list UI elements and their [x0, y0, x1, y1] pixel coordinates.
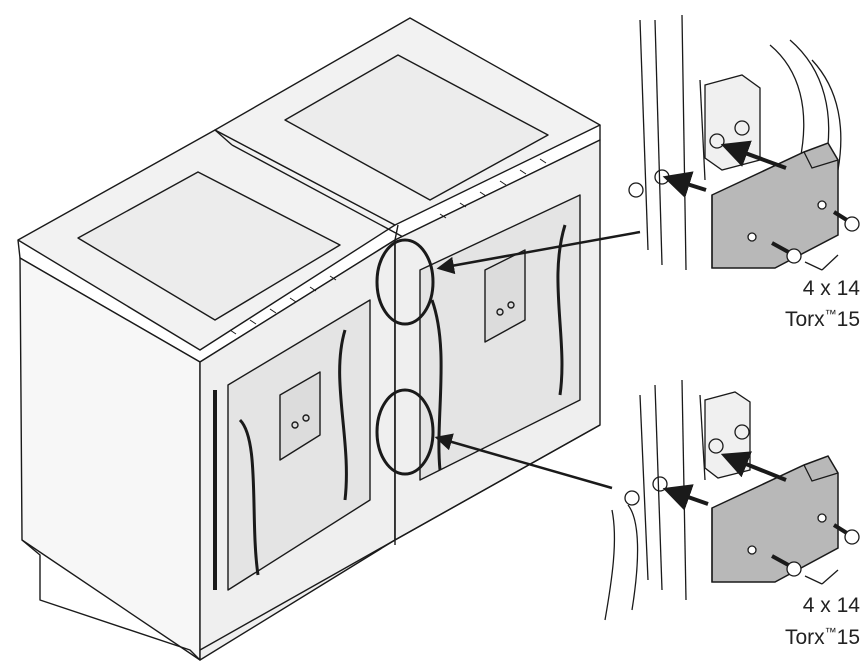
screw-icon-bottom-2 — [832, 523, 860, 545]
detail-view-top — [628, 14, 860, 271]
screw-icon-top-2 — [832, 210, 860, 232]
cabinet-unit — [17, 17, 601, 661]
pointer-arrow-bottom — [434, 433, 613, 490]
detail-view-bottom — [604, 379, 860, 621]
bracket-icon-bottom — [711, 455, 839, 583]
arrow-icon-top-1 — [662, 171, 707, 199]
top-panel-left — [77, 171, 341, 321]
arrow-icon-top-2 — [720, 140, 787, 170]
tool-name-top: Torx — [784, 308, 825, 331]
top-panel-right — [284, 54, 549, 201]
pointer-arrow-top — [436, 230, 641, 275]
screw-icon-top-1 — [771, 241, 802, 264]
mount-point-circle-bottom — [375, 388, 435, 476]
tool-mark-bottom: ™ — [824, 625, 837, 639]
screw-icon-bottom-1 — [771, 554, 802, 577]
tool-label-bottom: Torx™15 — [720, 620, 860, 650]
tool-label-top: Torx™15 — [720, 302, 860, 332]
screw-quantity-label-top: 4 x 14 — [802, 277, 860, 300]
tool-mark-top: ™ — [824, 307, 837, 321]
bracket-icon-top — [711, 142, 839, 269]
arrow-icon-bottom-1 — [662, 484, 709, 511]
tool-size-top: 15 — [836, 308, 860, 331]
mount-point-circle-top — [375, 238, 435, 326]
arrow-icon-bottom-2 — [720, 451, 787, 482]
tool-size-bottom: 15 — [836, 626, 860, 649]
screw-quantity-label-bottom: 4 x 14 — [802, 594, 860, 617]
tool-name-bottom: Torx — [784, 626, 825, 649]
